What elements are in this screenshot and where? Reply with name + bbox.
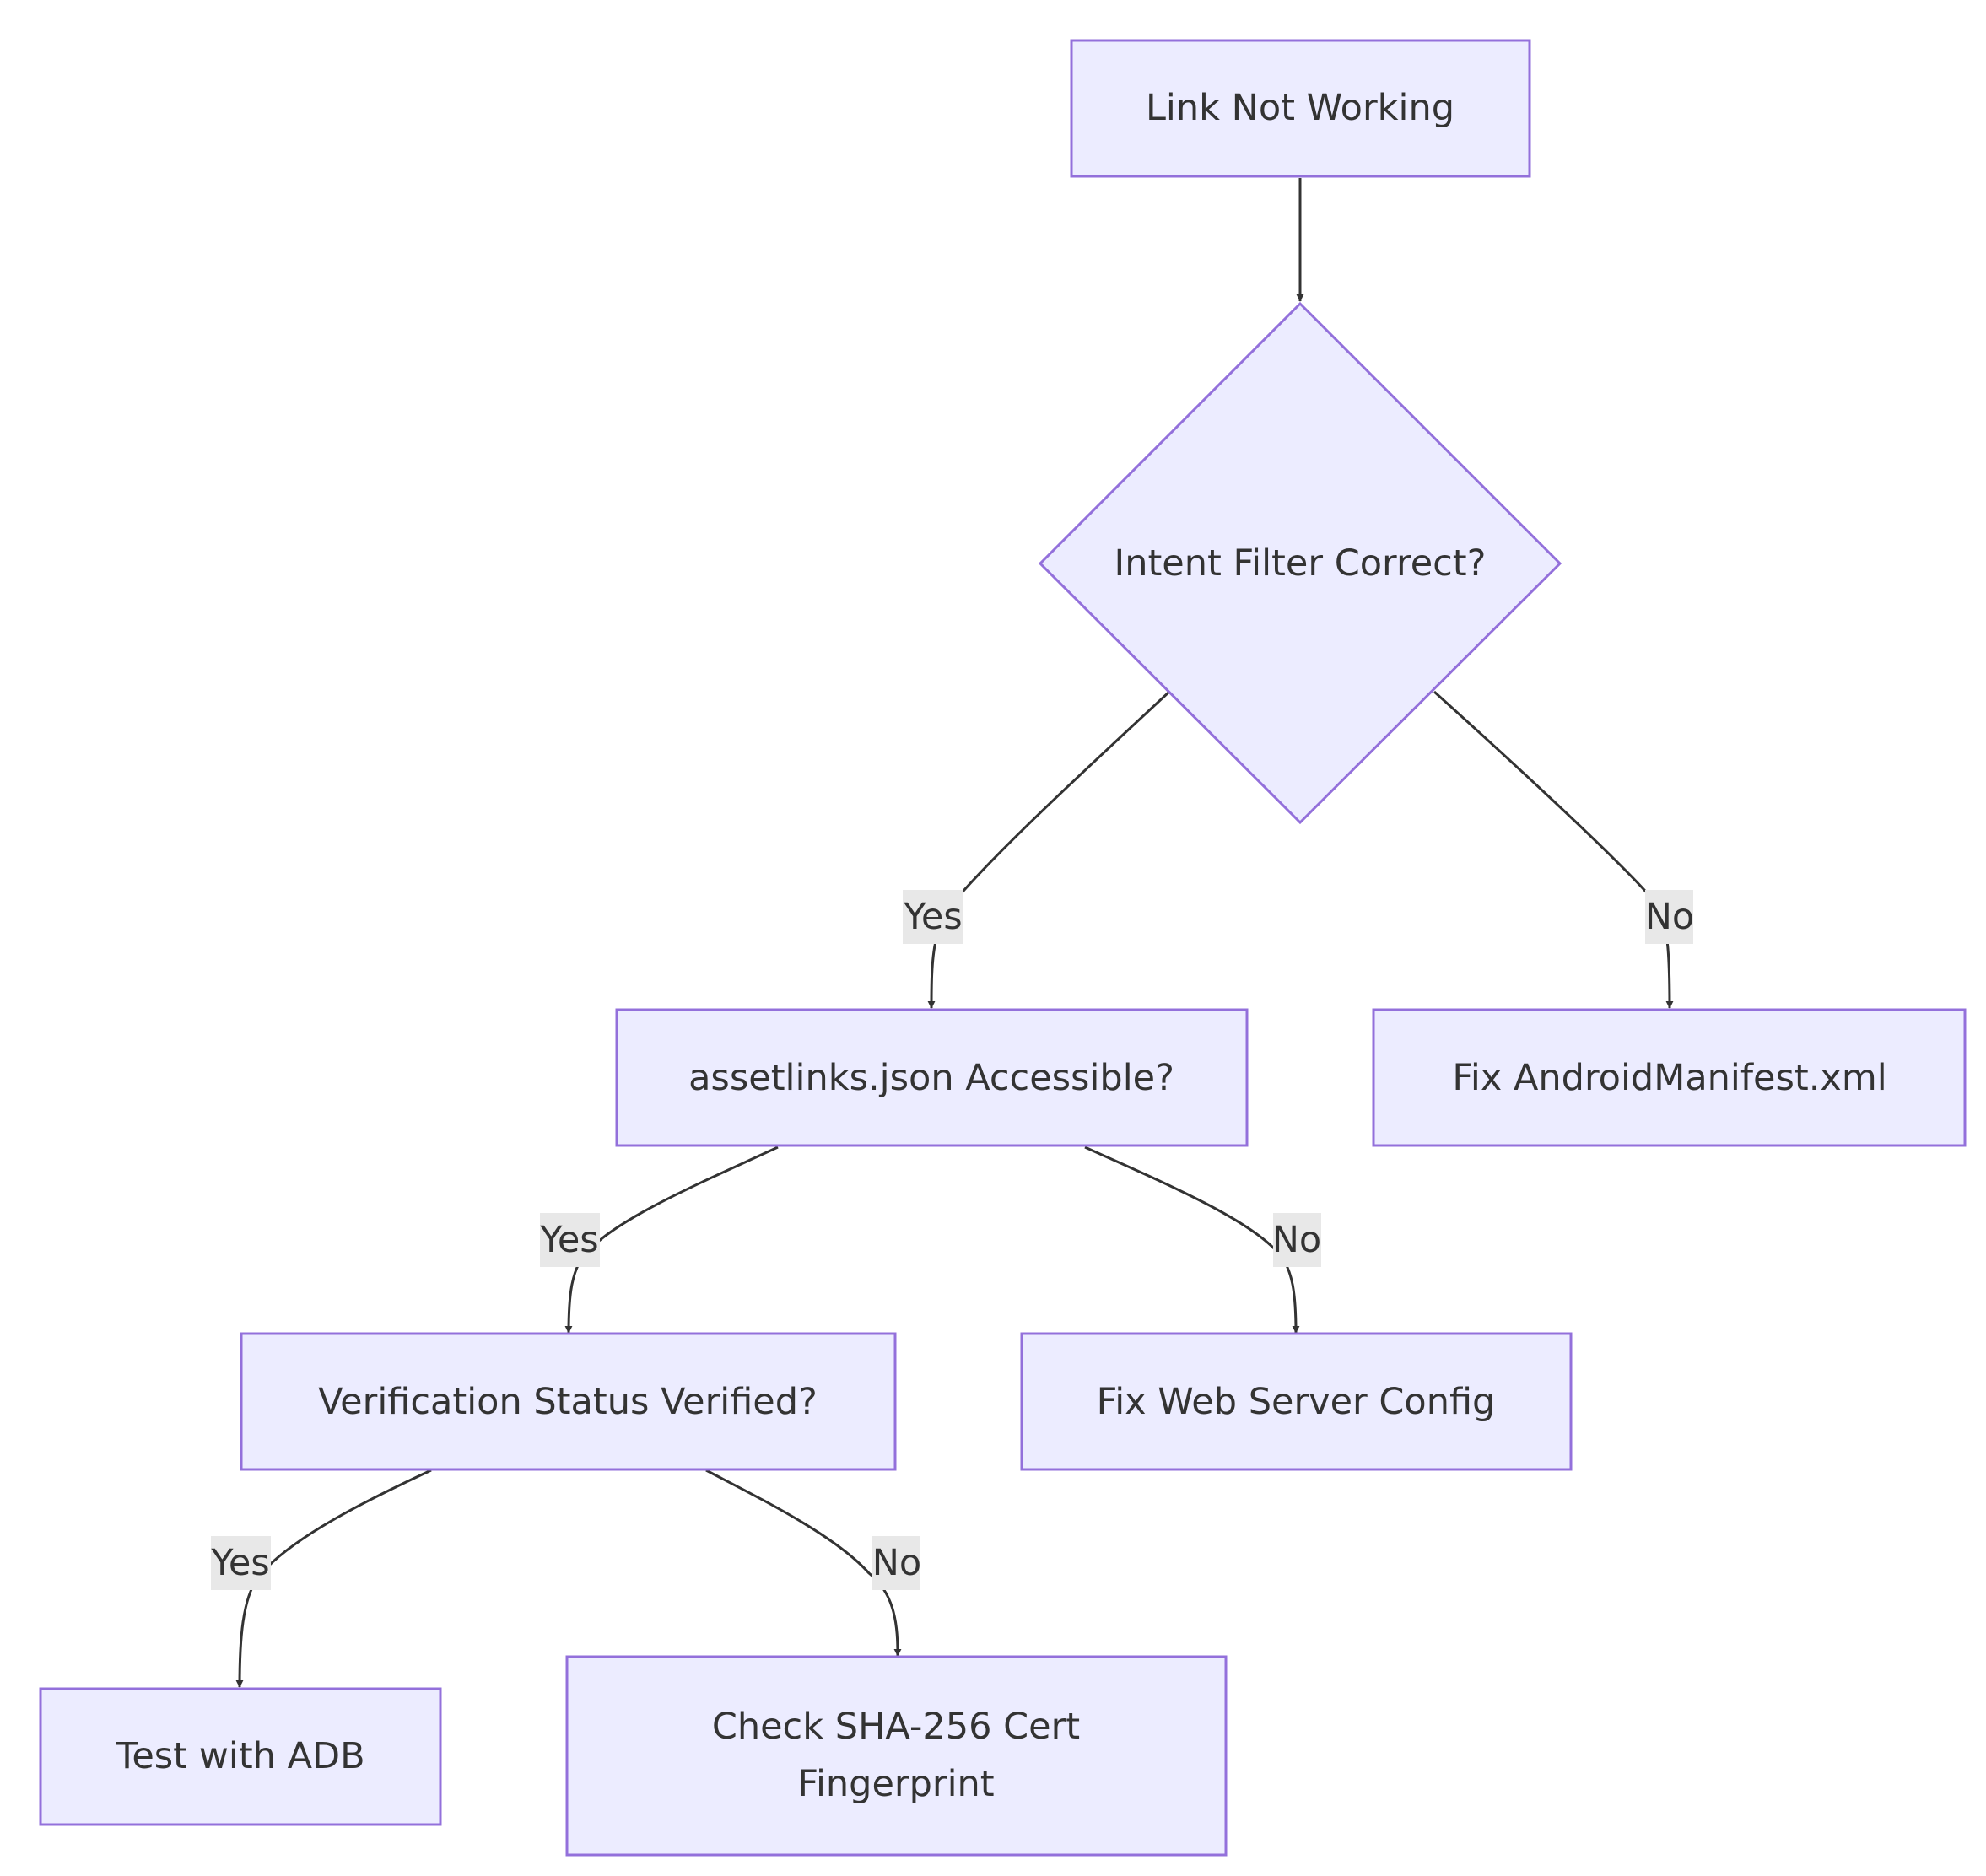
node-label: Intent Filter Correct? [1114,542,1487,585]
node-label: Fix AndroidManifest.xml [1452,1057,1886,1099]
node-check-sha256-fingerprint[interactable]: Check SHA-256 Cert Fingerprint [565,1655,1228,1857]
edge-label-assetlinks-no: No [1272,1213,1321,1267]
node-label: assetlinks.json Accessible? [688,1057,1174,1099]
node-label-line1: Check SHA-256 Cert [712,1706,1080,1748]
svg-text:Yes: Yes [210,1542,269,1584]
node-label: Verification Status Verified? [318,1381,818,1423]
edge-label-intent-no: No [1645,890,1694,944]
node-verification-status[interactable]: Verification Status Verified? [240,1332,897,1471]
node-label: Test with ADB [115,1735,364,1777]
svg-text:No: No [872,1542,921,1584]
edge-label-assetlinks-yes: Yes [539,1213,600,1267]
node-test-with-adb[interactable]: Test with ADB [39,1687,442,1826]
node-fix-web-server-config[interactable]: Fix Web Server Config [1020,1332,1573,1471]
edge-assetlinks-yes [564,1146,779,1334]
node-assetlinks-accessible[interactable]: assetlinks.json Accessible? [615,1008,1249,1147]
node-fix-androidmanifest[interactable]: Fix AndroidManifest.xml [1372,1008,1967,1147]
svg-text:No: No [1272,1219,1321,1261]
node-label: Fix Web Server Config [1097,1381,1496,1423]
edge-label-intent-yes: Yes [903,890,963,944]
edge-verification-no [705,1469,902,1657]
edge-assetlinks-no [1084,1146,1300,1334]
decision-intent-filter-correct[interactable]: Intent Filter Correct? [1038,301,1562,825]
node-label: Link Not Working [1146,87,1454,129]
edge-labels: Yes No Yes No Yes No [210,890,1694,1590]
svg-text:No: No [1645,896,1694,938]
edge-intent-no [1433,690,1674,1009]
svg-text:Yes: Yes [539,1219,598,1261]
edge-label-verification-no: No [872,1536,921,1590]
edge-label-verification-yes: Yes [210,1536,271,1590]
node-link-not-working[interactable]: Link Not Working [1070,39,1531,178]
edge-intent-yes [927,690,1171,1009]
node-label-line2: Fingerprint [797,1763,994,1805]
svg-text:Yes: Yes [903,896,962,938]
